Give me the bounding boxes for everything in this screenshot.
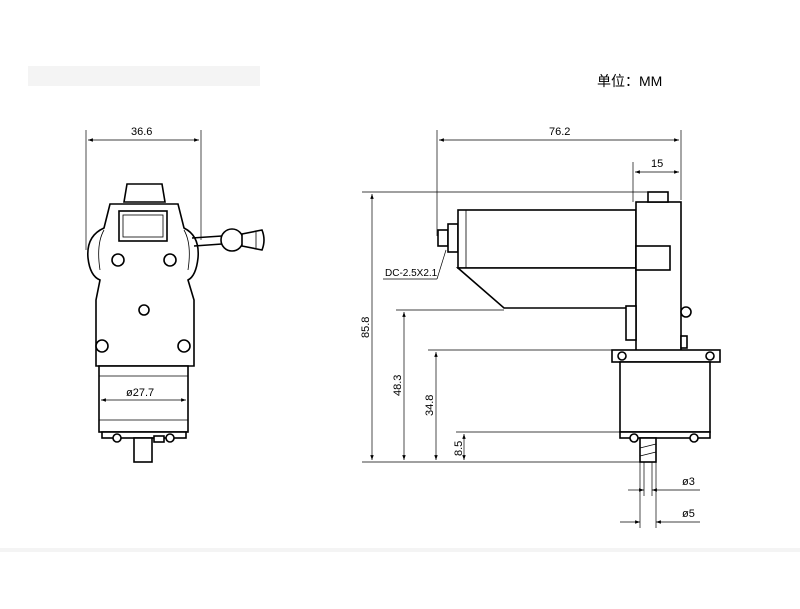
mount-hole xyxy=(111,253,125,267)
height-total-label: 85.8 xyxy=(360,317,372,338)
height-dimension-total: 85.8 xyxy=(360,191,648,463)
unit-label: 单位：MM xyxy=(597,73,662,89)
motor-body xyxy=(457,209,637,269)
length-dim-label: 76.2 xyxy=(549,126,570,138)
shaft-diameter-inner: ø3 xyxy=(628,462,700,496)
output-shaft xyxy=(639,437,657,463)
bottom-page-band xyxy=(0,548,800,552)
offset-dimension: 15 xyxy=(632,158,679,202)
switch-nub xyxy=(123,183,166,203)
front-window xyxy=(118,210,168,242)
width-dimension: 36.6 xyxy=(85,126,202,250)
height-shaft-label: 8.5 xyxy=(453,441,465,456)
side-lever xyxy=(191,228,265,252)
side-gearbox xyxy=(619,361,711,433)
length-dimension: 76.2 xyxy=(436,126,682,236)
mount-hole xyxy=(138,304,150,316)
top-page-band xyxy=(28,66,260,86)
flange xyxy=(611,349,721,363)
width-dim-label: 36.6 xyxy=(131,126,152,138)
gear-diameter-label: ø27.7 xyxy=(126,387,154,399)
mount-hole xyxy=(177,339,191,353)
mount-hole xyxy=(163,253,177,267)
connector-label: DC-2.5X2.1 xyxy=(385,268,438,279)
shaft-outer-label: ø5 xyxy=(682,508,695,520)
height-dimension-shaft: 8.5 xyxy=(453,431,620,460)
shaft-inner-label: ø3 xyxy=(682,476,695,488)
side-view: 76.2 15 DC-2.5X2.1 xyxy=(360,126,721,528)
front-view: 36.6 ø27.7 xyxy=(85,126,265,463)
height-gear-label: 34.8 xyxy=(424,395,436,416)
gear-column xyxy=(635,201,682,369)
dc-connector xyxy=(437,229,449,247)
height-mount-label: 48.3 xyxy=(392,375,404,396)
height-dimension-mount: 48.3 xyxy=(392,309,504,460)
height-dimension-gear: 34.8 xyxy=(424,349,612,460)
front-upper-housing xyxy=(87,203,200,367)
offset-dim-label: 15 xyxy=(651,158,663,170)
front-shaft xyxy=(133,437,153,463)
motor-housing-taper xyxy=(455,267,637,309)
mount-hole xyxy=(95,339,109,353)
shaft-diameter-outer: ø5 xyxy=(620,462,700,528)
